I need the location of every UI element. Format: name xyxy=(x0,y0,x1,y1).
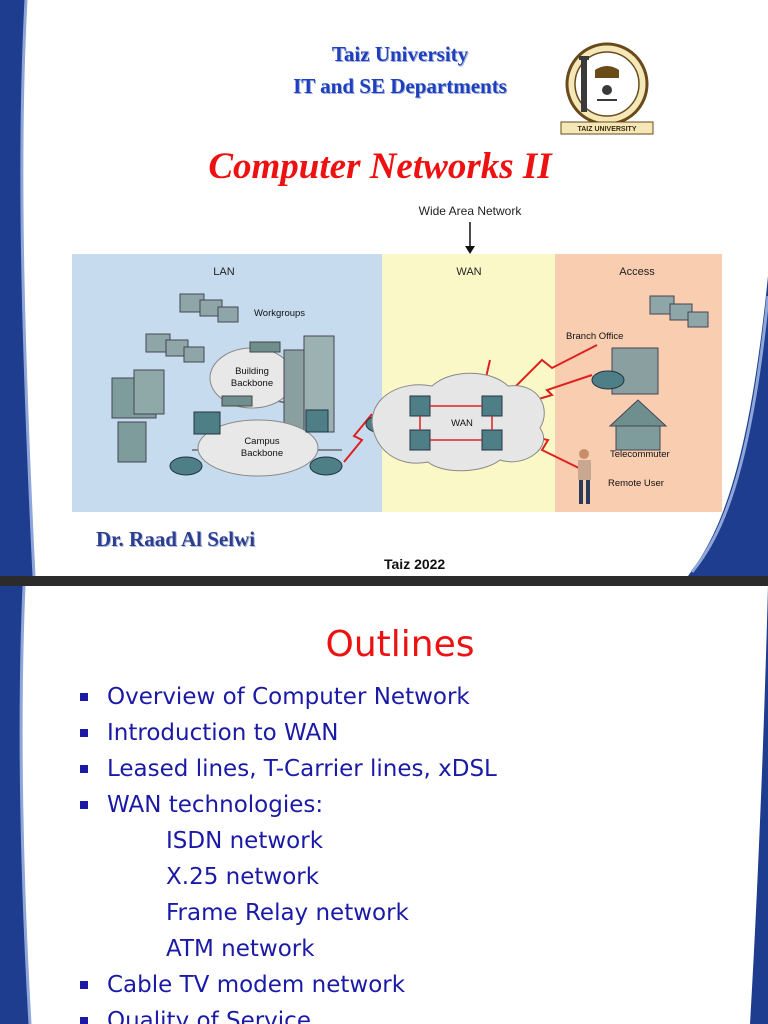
sub-list-item: Frame Relay network xyxy=(166,900,409,926)
list-item: Cable TV modem network xyxy=(76,970,726,1006)
wan-switch-2-icon xyxy=(481,395,503,417)
wan-switch-3-icon xyxy=(409,429,431,451)
title-slide: Taiz University IT and SE Departments TA… xyxy=(0,0,768,576)
wan-switch-4-icon xyxy=(481,429,503,451)
label-building-backbone-1: Building xyxy=(235,366,269,377)
list-item: WAN technologies: xyxy=(76,790,726,826)
wan-switch-1-icon xyxy=(409,395,431,417)
list-item: Introduction to WAN xyxy=(76,718,726,754)
logo-caption: TAIZ UNIVERSITY xyxy=(578,126,637,133)
zone-label-wan: WAN xyxy=(456,266,481,278)
sub-list-item: ATM network xyxy=(166,936,315,962)
author-name: Dr. Raad Al Selwi xyxy=(96,527,256,551)
campus-router-left-icon xyxy=(169,456,203,476)
label-telecommuter: Telecommuter xyxy=(610,449,670,460)
university-name: Taiz University xyxy=(331,42,469,66)
campus-backbone-cloud xyxy=(197,419,319,477)
label-campus-backbone-2: Backbone xyxy=(241,448,283,459)
outline-list: Overview of Computer Network Introductio… xyxy=(76,682,726,1024)
label-campus-backbone-1: Campus xyxy=(244,436,280,447)
branch-router-icon xyxy=(591,370,625,390)
left-swoosh-decoration xyxy=(0,0,36,576)
right-swoosh-decoration xyxy=(750,586,768,1024)
course-title: Computer Networks II xyxy=(208,146,552,187)
diagram-caption: Wide Area Network xyxy=(418,204,522,218)
slide-separator xyxy=(0,576,768,586)
zone-label-lan: LAN xyxy=(213,266,234,278)
network-diagram: LAN WAN Access Workgroups xyxy=(72,222,722,512)
label-building-backbone-2: Backbone xyxy=(231,378,273,389)
telecommuter-house-icon xyxy=(608,399,668,451)
list-item: Overview of Computer Network xyxy=(76,682,726,718)
branch-office-pcs-icon xyxy=(649,295,709,328)
left-swoosh-decoration xyxy=(0,586,32,1024)
sub-list-item: X.25 network xyxy=(166,864,320,890)
departments-name: IT and SE Departments xyxy=(293,74,507,98)
label-workgroups: Workgroups xyxy=(254,308,305,319)
workgroup-pcs-icon xyxy=(145,293,239,363)
label-wan-cloud: WAN xyxy=(451,418,473,429)
campus-switch-icon xyxy=(193,411,221,435)
right-swoosh-decoration xyxy=(688,276,768,576)
sub-list-item: ISDN network xyxy=(166,828,324,854)
slide-title: Outlines xyxy=(325,624,475,665)
label-branch-office: Branch Office xyxy=(566,331,623,342)
server-icon xyxy=(111,369,165,463)
university-logo: TAIZ UNIVERSITY xyxy=(555,40,655,136)
place-year: Taiz 2022 xyxy=(384,556,446,572)
list-item: Quality of Service xyxy=(76,1006,726,1024)
building-switch-icon xyxy=(305,409,329,433)
zone-label-access: Access xyxy=(619,266,655,278)
remote-user-icon xyxy=(578,449,591,504)
campus-router-right-icon xyxy=(309,456,343,476)
label-remote-user: Remote User xyxy=(608,478,664,489)
outlines-slide: Outlines Overview of Computer Network In… xyxy=(0,586,768,1024)
list-item: Leased lines, T-Carrier lines, xDSL xyxy=(76,754,726,790)
